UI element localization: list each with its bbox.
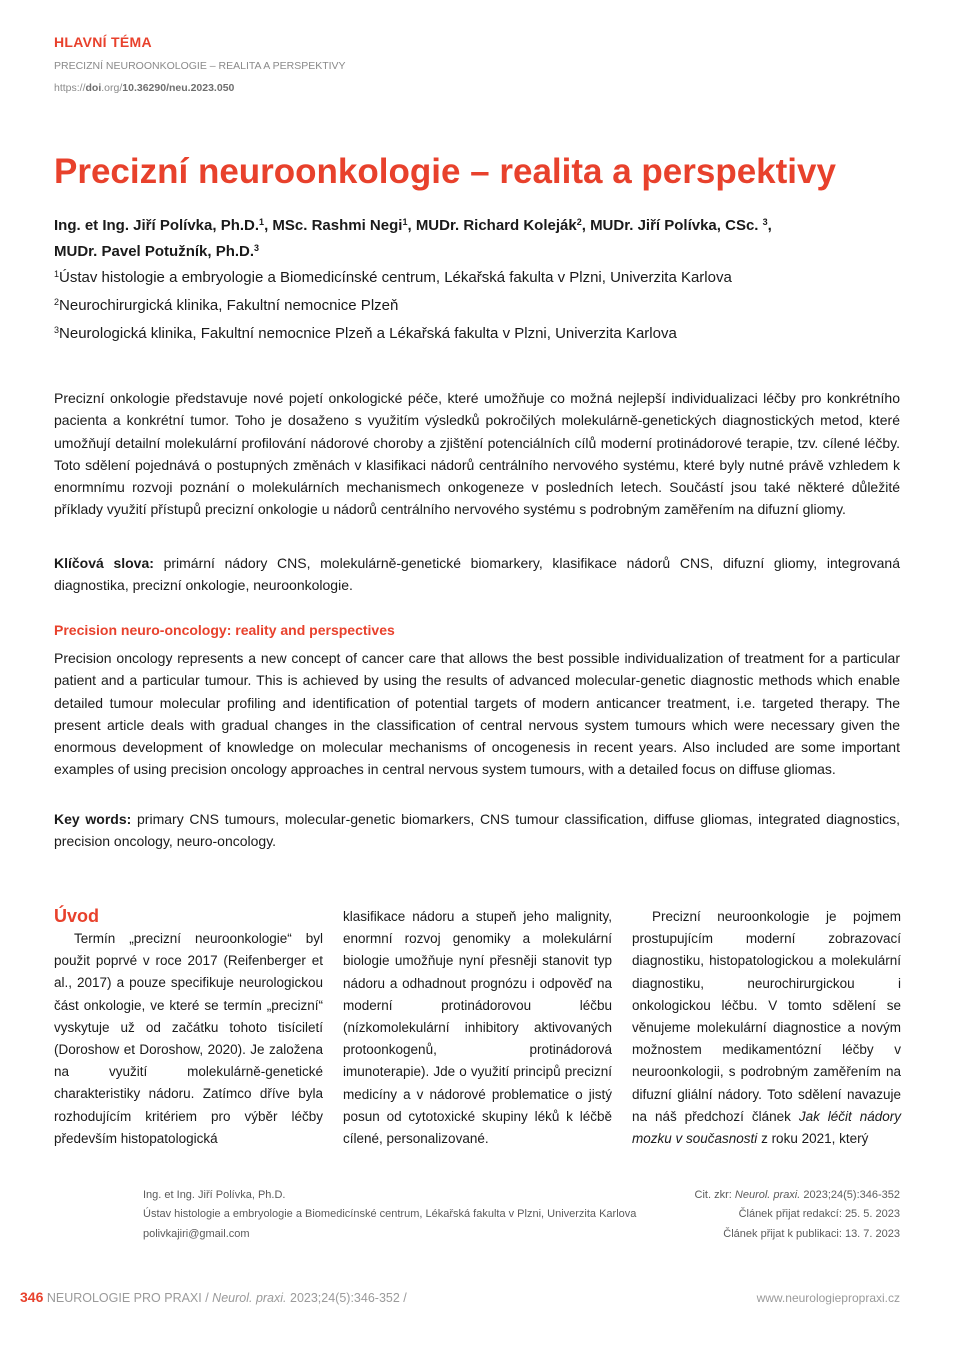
series-title: PRECIZNÍ NEUROONKOLOGIE – REALITA A PERS… <box>54 60 346 72</box>
footer-journal-info: 346 NEUROLOGIE PRO PRAXI / Neurol. praxi… <box>20 1289 407 1305</box>
author: MUDr. Jiří Polívka, CSc. <box>590 217 763 234</box>
abstract-english-title: Precision neuro-oncology: reality and pe… <box>54 622 395 638</box>
body-column-2: klasifikace nádoru a stupeň jeho maligni… <box>343 906 612 1150</box>
doi-prefix: https:// <box>54 82 86 94</box>
author: MUDr. Pavel Potužník, Ph.D. <box>54 243 255 260</box>
author-affiliation-mark: 1 <box>259 217 265 227</box>
author-affiliation-mark: 3 <box>254 243 260 253</box>
received-date: Článek přijat redakcí: 25. 5. 2023 <box>738 1208 900 1221</box>
keywords-text: primary CNS tumours, molecular-genetic b… <box>54 811 900 850</box>
author-affiliation-mark: 1 <box>402 217 408 227</box>
footer-ref: 2023;24(5):346-352 <box>286 1291 400 1305</box>
affiliation-mark: 2 <box>54 297 60 307</box>
footer-website-link[interactable]: www.neurologiepropraxi.cz <box>756 1291 900 1305</box>
author: MSc. Rashmi Negi <box>272 217 403 234</box>
keywords-english: Key words: primary CNS tumours, molecula… <box>54 808 900 853</box>
abstract-english: Precision oncology represents a new conc… <box>54 650 900 778</box>
body-text: Precizní neuroonkologie je pojmem prostu… <box>632 909 901 1124</box>
keywords-text: primární nádory CNS, molekulárně-genetic… <box>54 555 901 594</box>
abstract-czech: Precizní onkologie představuje nové poje… <box>54 390 900 518</box>
keywords-label: Klíčová slova: <box>54 555 154 571</box>
correspondence-email[interactable]: polivkajiri@gmail.com <box>143 1227 250 1240</box>
cited-article-title: Jak léčit nádory mozku v současnosti <box>632 1108 901 1147</box>
citation-prefix: Cit. zkr: <box>694 1189 735 1201</box>
citation-journal: Neurol. praxi. <box>734 1189 801 1201</box>
correspondence-name: Ing. et Ing. Jiří Polívka, Ph.D. <box>143 1189 286 1201</box>
author-affiliation-mark: 3 <box>762 217 768 227</box>
keywords-label: Key words: <box>54 811 132 827</box>
author-affiliation-mark: 2 <box>576 217 582 227</box>
body-paragraph: Precizní neuroonkologie je pojmem prostu… <box>632 906 901 1150</box>
citation-line: Cit. zkr: Neurol. praxi. 2023;24(5):346-… <box>695 1186 900 1205</box>
footer-separator: / <box>399 1291 407 1305</box>
doi-domain: .org/ <box>101 82 123 94</box>
affiliation-text: Neurologická klinika, Fakultní nemocnice… <box>59 325 677 342</box>
intro-heading: Úvod <box>54 906 99 926</box>
body-paragraph: klasifikace nádoru a stupeň jeho maligni… <box>343 909 612 1147</box>
footer-journal-abbr: Neurol. praxi. <box>212 1291 287 1305</box>
author-list: Ing. et Ing. Jiří Polívka, Ph.D.1, MSc. … <box>54 217 772 260</box>
citation-ref: 2023;24(5):346-352 <box>800 1189 900 1201</box>
affiliation-text: Neurochirurgická klinika, Fakultní nemoc… <box>59 297 399 314</box>
section-label: HLAVNÍ TÉMA <box>54 34 152 50</box>
body-text: z roku 2021, který <box>757 1131 869 1147</box>
author: Ing. et Ing. Jiří Polívka, Ph.D. <box>54 217 260 234</box>
body-paragraph: Termín „precizní neuroonkologie“ byl pou… <box>54 931 323 1146</box>
accepted-date: Článek přijat k publikaci: 13. 7. 2023 <box>723 1227 900 1240</box>
body-column-1: Úvod Termín „precizní neuroonkologie“ by… <box>54 906 323 1150</box>
doi-link[interactable]: https://doi.org/10.36290/neu.2023.050 <box>54 82 234 94</box>
footer-journal: NEUROLOGIE PRO PRAXI <box>46 1291 202 1305</box>
affiliation-mark: 3 <box>54 325 60 335</box>
footer-separator: / <box>201 1291 213 1305</box>
correspondence-block: Ing. et Ing. Jiří Polívka, Ph.D. Ústav h… <box>143 1186 636 1244</box>
affiliation: 2Neurochirurgická klinika, Fakultní nemo… <box>54 290 904 318</box>
body-column-3: Precizní neuroonkologie je pojmem prostu… <box>632 906 901 1150</box>
doi-bold: doi <box>85 82 102 94</box>
affiliation: 3Neurologická klinika, Fakultní nemocnic… <box>54 318 904 346</box>
citation-block: Cit. zkr: Neurol. praxi. 2023;24(5):346-… <box>695 1186 900 1244</box>
keywords-czech: Klíčová slova: primární nádory CNS, mole… <box>54 552 900 597</box>
affiliation-list: 1Ústav histologie a embryologie a Biomed… <box>54 262 904 346</box>
affiliation-mark: 1 <box>54 269 60 279</box>
page-number: 346 <box>20 1289 44 1305</box>
correspondence-institution: Ústav histologie a embryologie a Biomedi… <box>143 1208 637 1221</box>
affiliation-text: Ústav histologie a embryologie a Biomedi… <box>59 269 732 286</box>
doi-id: 10.36290/neu.2023.050 <box>122 82 235 94</box>
author: MUDr. Richard Koleják <box>415 217 577 234</box>
affiliation: 1Ústav histologie a embryologie a Biomed… <box>54 262 904 290</box>
article-title: Precizní neuroonkologie – realita a pers… <box>54 152 836 191</box>
